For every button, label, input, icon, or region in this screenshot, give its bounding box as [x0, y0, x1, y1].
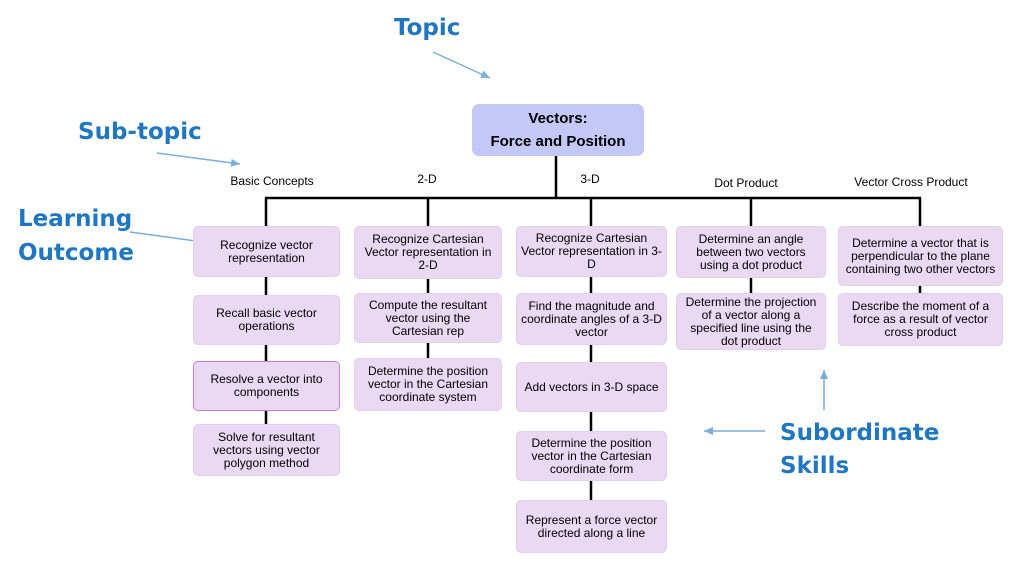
learning-outcome-label-line2: Outcome [18, 240, 134, 266]
column-heading-cross-product: Vector Cross Product [854, 175, 968, 189]
skill-node: Represent a force vector directed along … [516, 500, 667, 553]
outcome-node-2d: Recognize Cartesian Vector representatio… [354, 226, 502, 279]
subordinate-skills-label-line2: Skills [780, 453, 850, 479]
skill-node: Determine the projection of a vector alo… [676, 293, 826, 350]
learning-outcome-arrow [129, 231, 204, 245]
subtopic-arrow [156, 152, 241, 167]
outcome-node-dot-product: Determine an angle between two vectors u… [676, 226, 826, 278]
column-heading-basic-concepts: Basic Concepts [230, 174, 314, 188]
column-heading-3d: 3-D [580, 172, 600, 186]
skill-node: Compute the resultant vector using the C… [354, 293, 502, 343]
topic-node-line1: Vectors: [528, 110, 588, 127]
outcome-node-3d: Recognize Cartesian Vector representatio… [516, 226, 667, 277]
column-heading-2d: 2-D [417, 172, 437, 186]
skill-node: Solve for resultant vectors using vector… [193, 424, 340, 476]
skill-node: Recall basic vector operations [193, 295, 340, 345]
subtopic-label: Sub-topic [78, 119, 202, 145]
topic-node-line2: Force and Position [490, 133, 626, 150]
skill-node: Resolve a vector into components [193, 361, 340, 411]
outcome-node-cross-product: Determine a vector that is perpendicular… [838, 226, 1003, 286]
topic-node: Vectors: Force and Position [472, 104, 644, 156]
topic-arrow [432, 51, 491, 79]
skill-node: Determine the position vector in the Car… [354, 358, 502, 411]
annotation-arrows [129, 51, 828, 435]
topic-label: Topic [394, 15, 461, 41]
learning-outcome-label-line1: Learning [18, 206, 133, 232]
skill-node: Add vectors in 3-D space [516, 362, 667, 412]
column-heading-dot-product: Dot Product [714, 176, 778, 190]
skill-node: Determine the position vector in the Car… [516, 431, 667, 481]
outcome-node-basic-concepts: Recognize vector representation [193, 226, 340, 277]
skill-node: Find the magnitude and coordinate angles… [516, 293, 667, 345]
subordinate-skills-label-line1: Subordinate [780, 420, 940, 446]
skill-node: Describe the moment of a force as a resu… [838, 293, 1003, 346]
tree-connectors [264, 156, 922, 500]
